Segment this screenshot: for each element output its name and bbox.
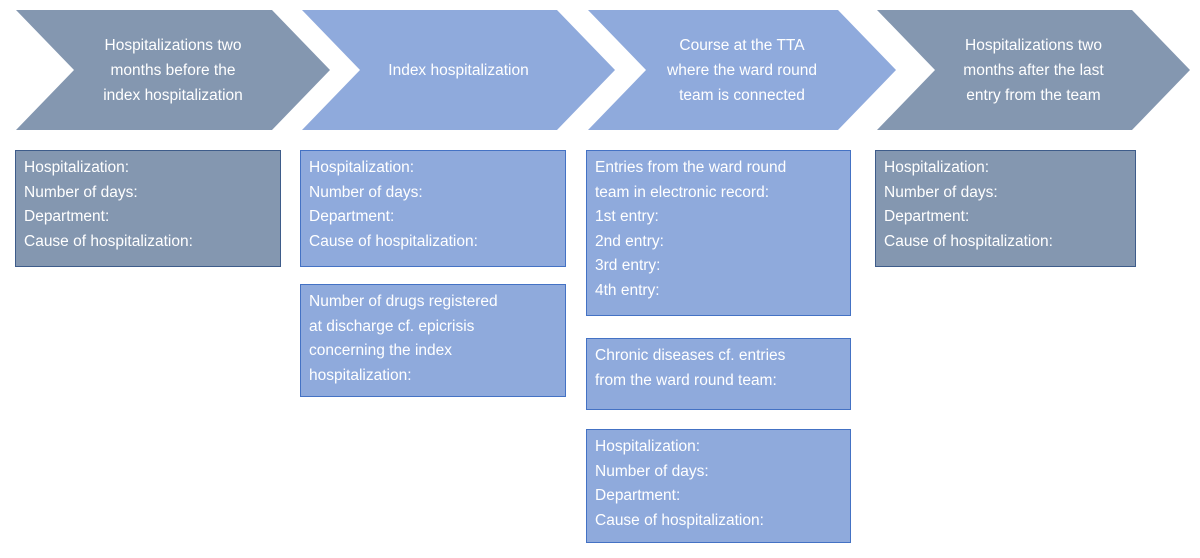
box-tta-hospitalization-details: Hospitalization: Number of days: Departm…	[586, 429, 851, 543]
chevron-before-shape	[16, 10, 330, 130]
box-drugs-registered: Number of drugs registered at discharge …	[300, 284, 566, 397]
box-before-hospitalization-details: Hospitalization: Number of days: Departm…	[15, 150, 281, 267]
box-index-hospitalization-details: Hospitalization: Number of days: Departm…	[300, 150, 566, 267]
chevron-tta-course-shape	[588, 10, 896, 130]
box-ward-round-entries: Entries from the ward round team in elec…	[586, 150, 851, 316]
chevron-index-shape	[302, 10, 615, 130]
box-chronic-diseases: Chronic diseases cf. entries from the wa…	[586, 338, 851, 410]
box-after-hospitalization-details: Hospitalization: Number of days: Departm…	[875, 150, 1136, 267]
chevron-band	[16, 10, 1190, 130]
chevron-after-shape	[877, 10, 1190, 130]
